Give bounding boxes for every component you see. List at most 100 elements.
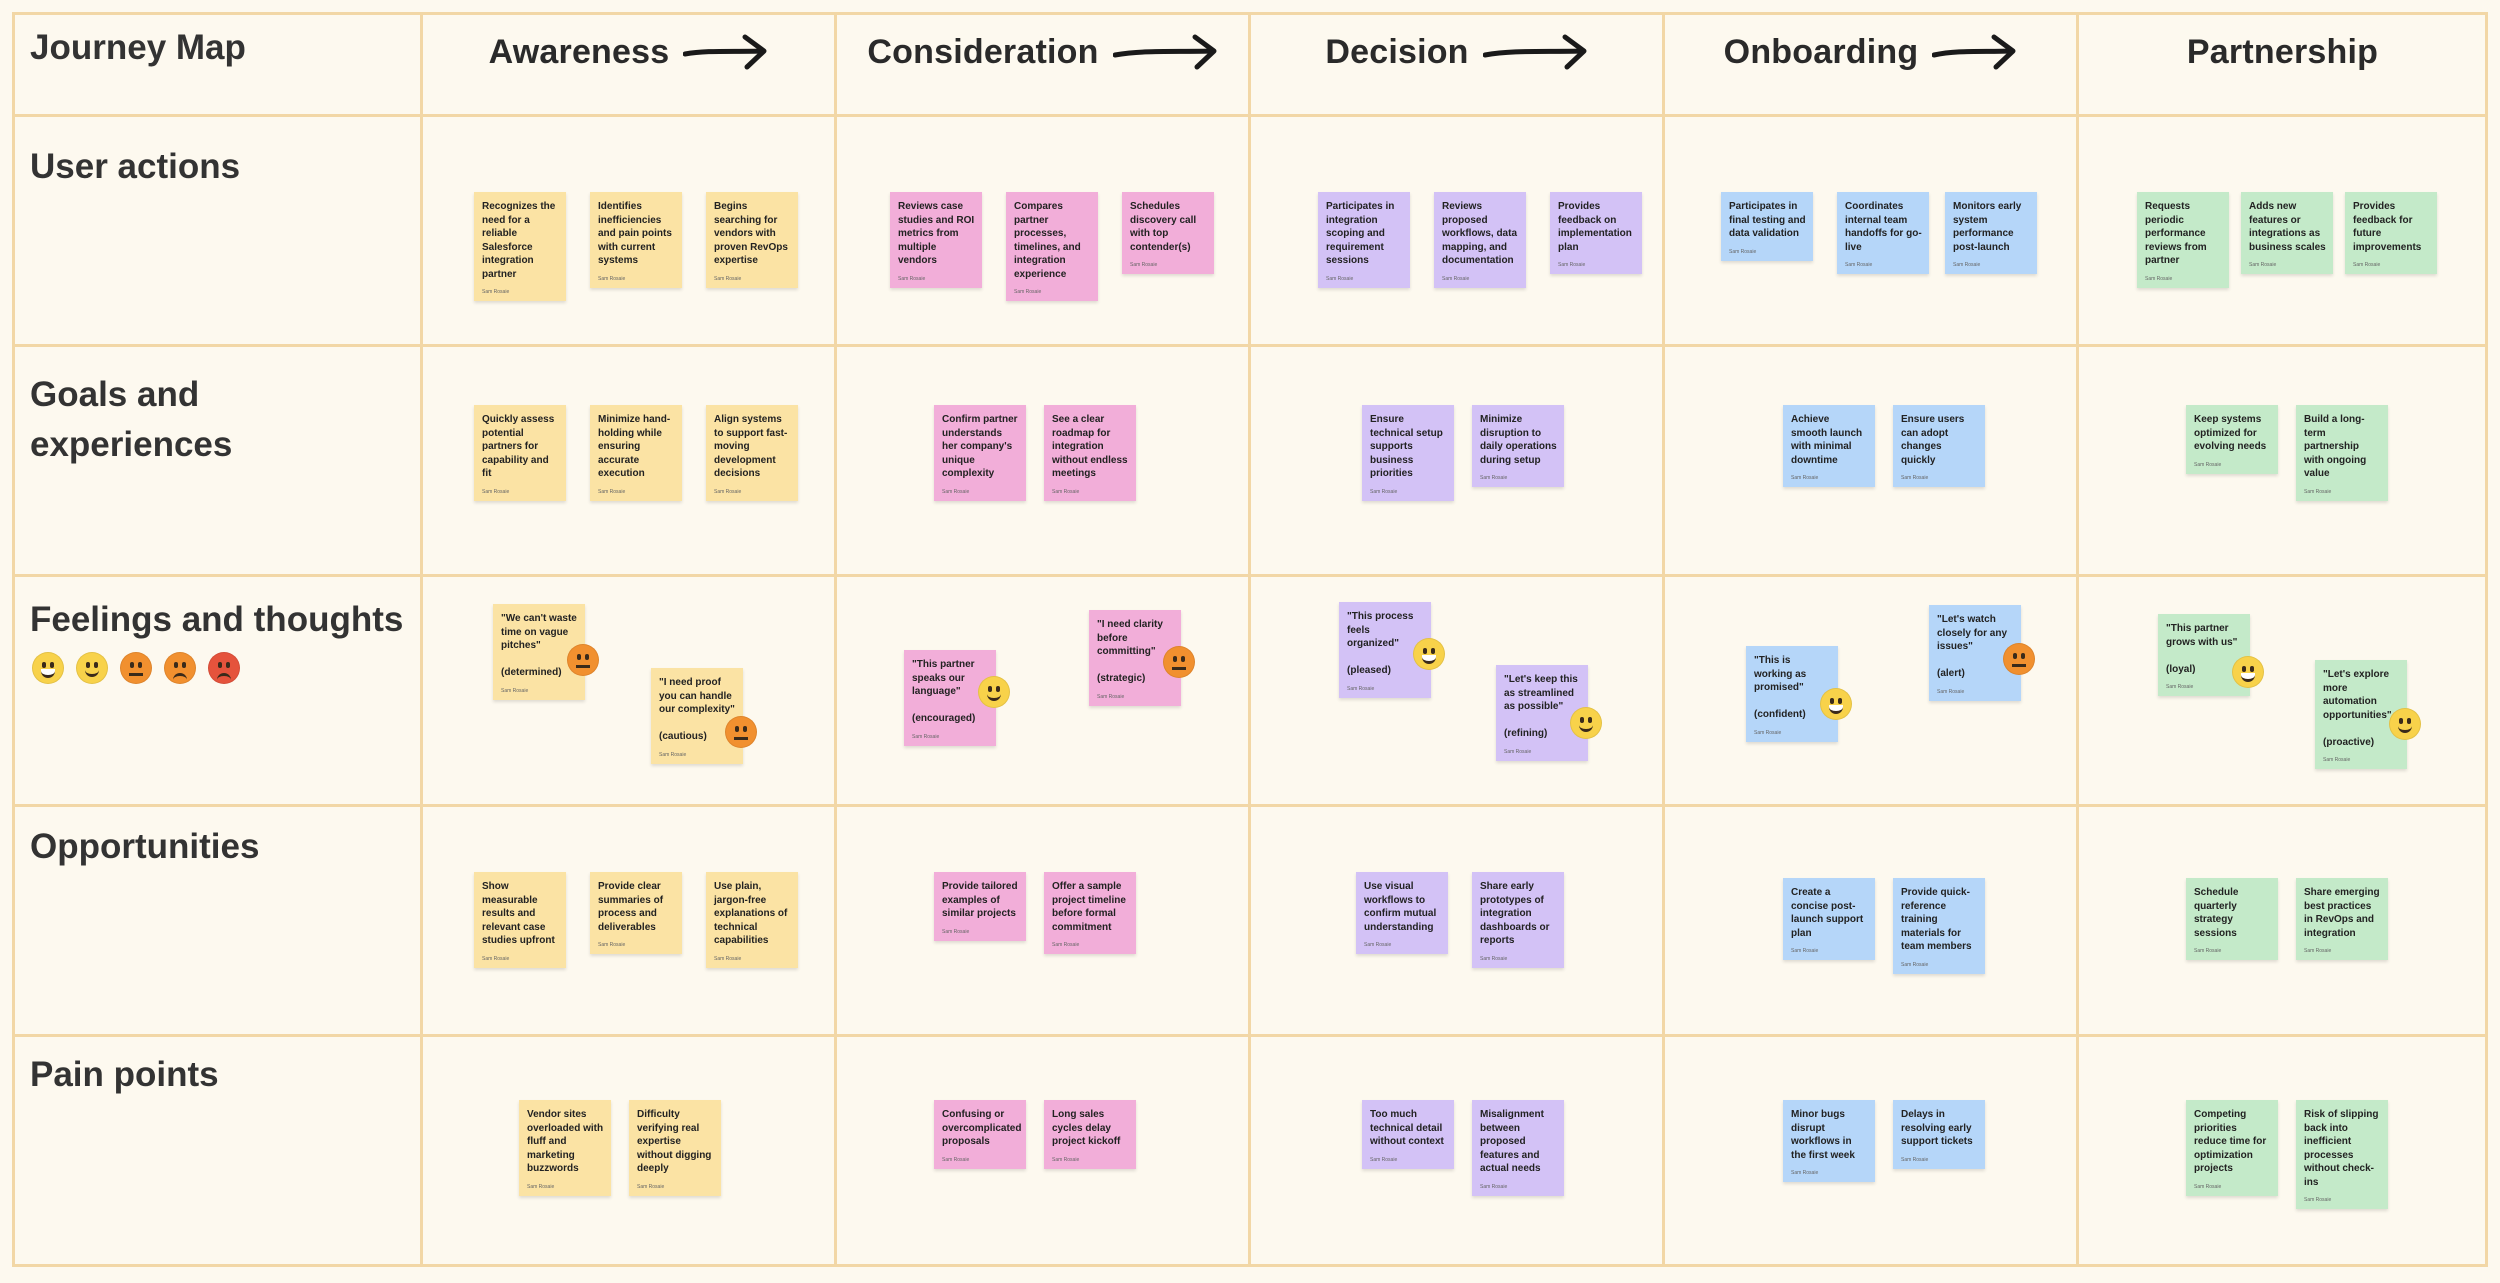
sticky-note[interactable]: Participates in final testing and data v… — [1721, 192, 1813, 261]
sticky-author: Sam Rosaie — [2304, 488, 2332, 495]
sticky-note[interactable]: Difficulty verifying real expertise with… — [629, 1100, 721, 1196]
arrow-right-icon — [1482, 32, 1589, 72]
sticky-note[interactable]: "We can't waste time on vague pitches" (… — [493, 604, 599, 700]
sticky-note[interactable]: Adds new features or integrations as bus… — [2241, 192, 2333, 274]
sticky-note[interactable]: Reviews proposed workflows, data mapping… — [1434, 192, 1526, 288]
sticky-note[interactable]: Misalignment between proposed features a… — [1472, 1100, 1564, 1196]
neutral-face-icon — [1163, 646, 1195, 678]
smiling-face-icon — [1570, 707, 1602, 739]
sticky-note[interactable]: Provides feedback on implementation plan… — [1550, 192, 1642, 274]
stage-header-onboarding[interactable]: Onboarding — [1666, 0, 2076, 104]
stage-header-decision[interactable]: Decision — [1252, 0, 1662, 104]
sticky-note[interactable]: "I need proof you can handle our complex… — [651, 668, 757, 764]
sticky-note[interactable]: Achieve smooth launch with minimal downt… — [1783, 405, 1875, 487]
sticky-note[interactable]: "Let's watch closely for any issues" (al… — [1929, 605, 2035, 701]
grid-line — [12, 574, 2488, 577]
sticky-note[interactable]: Show measurable results and relevant cas… — [474, 872, 566, 968]
sticky-note[interactable]: Minimize hand-holding while ensuring acc… — [590, 405, 682, 501]
sticky-note[interactable]: Share emerging best practices in RevOps … — [2296, 878, 2388, 960]
sticky-text: "This is working as promised" (confident… — [1754, 655, 1807, 720]
sticky-note[interactable]: Too much technical detail without contex… — [1362, 1100, 1454, 1169]
neutral-face-icon — [120, 652, 152, 684]
sticky-note[interactable]: Minor bugs disrupt workflows in the firs… — [1783, 1100, 1875, 1182]
sticky-note[interactable]: Keep systems optimized for evolving need… — [2186, 405, 2278, 474]
sticky-author: Sam Rosaie — [714, 488, 742, 495]
grid-line — [12, 12, 15, 1267]
sticky-author: Sam Rosaie — [1480, 1183, 1508, 1190]
sticky-author: Sam Rosaie — [942, 1156, 970, 1163]
stage-header-awareness[interactable]: Awareness — [424, 0, 834, 104]
sticky-note[interactable]: Schedules discovery call with top conten… — [1122, 192, 1214, 274]
sticky-note[interactable]: Minimize disruption to daily operations … — [1472, 405, 1564, 487]
grid-line — [12, 114, 2488, 117]
sticky-note[interactable]: Create a concise post-launch support pla… — [1783, 878, 1875, 960]
stage-header-consideration[interactable]: Consideration — [838, 0, 1248, 104]
sticky-text: Provides feedback on implementation plan — [1558, 201, 1632, 253]
sticky-note[interactable]: "Let's explore more automation opportuni… — [2315, 660, 2421, 769]
row-label-goals: Goals and experiences — [30, 375, 233, 464]
sticky-author: Sam Rosaie — [2145, 275, 2173, 282]
sticky-author: Sam Rosaie — [1014, 289, 1042, 295]
sticky-text: Create a concise post-launch support pla… — [1791, 887, 1864, 939]
sticky-note[interactable]: Vendor sites overloaded with fluff and m… — [519, 1100, 611, 1196]
grinning-face-icon — [1820, 688, 1852, 720]
sticky-note[interactable]: Recognizes the need for a reliable Sales… — [474, 192, 566, 301]
sticky-note[interactable]: Provides feedback for future improvement… — [2345, 192, 2437, 274]
sticky-author: Sam Rosaie — [1370, 488, 1398, 495]
sticky-author: Sam Rosaie — [1364, 942, 1392, 948]
sticky-note[interactable]: Quickly assess potential partners for ca… — [474, 405, 566, 501]
sticky-author: Sam Rosaie — [1480, 955, 1508, 962]
sticky-note[interactable]: Coordinates internal team handoffs for g… — [1837, 192, 1929, 274]
sticky-note[interactable]: Offer a sample project timeline before f… — [1044, 872, 1136, 954]
sticky-note[interactable]: Provide tailored examples of similar pro… — [934, 872, 1026, 941]
sticky-note[interactable]: Build a long-term partnership with ongoi… — [2296, 405, 2388, 501]
sticky-author: Sam Rosaie — [598, 942, 626, 948]
sticky-note[interactable]: Participates in integration scoping and … — [1318, 192, 1410, 288]
sticky-note[interactable]: Confirm partner understands her company'… — [934, 405, 1026, 501]
sticky-note[interactable]: See a clear roadmap for integration with… — [1044, 405, 1136, 501]
sticky-text: "This partner speaks our language" (enco… — [912, 659, 976, 724]
stage-header-partnership[interactable]: Partnership — [2080, 0, 2485, 104]
sticky-note[interactable]: Risk of slipping back into inefficient p… — [2296, 1100, 2388, 1209]
sticky-author: Sam Rosaie — [1480, 475, 1508, 481]
row-label-user-actions: User actions — [30, 147, 241, 186]
sticky-note[interactable]: Provide quick-reference training materia… — [1893, 878, 1985, 974]
sticky-note[interactable]: "This is working as promised" (confident… — [1746, 646, 1852, 742]
grid-line — [420, 12, 423, 1267]
sticky-author: Sam Rosaie — [1097, 693, 1125, 700]
sticky-note[interactable]: "I need clarity before committing" (stra… — [1089, 610, 1195, 706]
sticky-note[interactable]: "Let's keep this as streamlined as possi… — [1496, 665, 1602, 761]
sticky-note[interactable]: Use visual workflows to confirm mutual u… — [1356, 872, 1448, 954]
sticky-note[interactable]: Identifies inefficiencies and pain point… — [590, 192, 682, 288]
sticky-note[interactable]: Provide clear summaries of process and d… — [590, 872, 682, 954]
sticky-note[interactable]: Share early prototypes of integration da… — [1472, 872, 1564, 968]
sticky-note[interactable]: Monitors early system performance post-l… — [1945, 192, 2037, 274]
sticky-text: "Let's keep this as streamlined as possi… — [1504, 674, 1578, 739]
sticky-text: Participates in final testing and data v… — [1729, 201, 1806, 239]
sticky-text: Ensure users can adopt changes quickly — [1901, 414, 1965, 466]
sticky-author: Sam Rosaie — [1791, 1170, 1819, 1176]
sticky-note[interactable]: "This partner speaks our language" (enco… — [904, 650, 1010, 746]
sticky-note[interactable]: Use plain, jargon-free explanations of t… — [706, 872, 798, 968]
sticky-note[interactable]: Ensure technical setup supports business… — [1362, 405, 1454, 501]
sticky-note[interactable]: "This partner grows with us" (loyal)Sam … — [2158, 614, 2264, 696]
sticky-author: Sam Rosaie — [2166, 684, 2194, 690]
stage-label: Partnership — [2186, 32, 2379, 71]
sticky-note[interactable]: Reviews case studies and ROI metrics fro… — [890, 192, 982, 288]
sticky-author: Sam Rosaie — [482, 488, 510, 495]
sticky-author: Sam Rosaie — [2194, 948, 2222, 954]
sticky-author: Sam Rosaie — [2194, 1183, 2222, 1190]
sticky-text: Use plain, jargon-free explanations of t… — [714, 881, 788, 946]
sticky-note[interactable]: Begins searching for vendors with proven… — [706, 192, 798, 288]
sticky-note[interactable]: Compares partner processes, timelines, a… — [1006, 192, 1098, 301]
sticky-note[interactable]: "This process feels organized" (pleased)… — [1339, 602, 1445, 698]
sticky-note[interactable]: Competing priorities reduce time for opt… — [2186, 1100, 2278, 1196]
sticky-author: Sam Rosaie — [1937, 688, 1965, 695]
sticky-note[interactable]: Align systems to support fast-moving dev… — [706, 405, 798, 501]
sticky-note[interactable]: Delays in resolving early support ticket… — [1893, 1100, 1985, 1169]
sticky-note[interactable]: Requests periodic performance reviews fr… — [2137, 192, 2229, 288]
